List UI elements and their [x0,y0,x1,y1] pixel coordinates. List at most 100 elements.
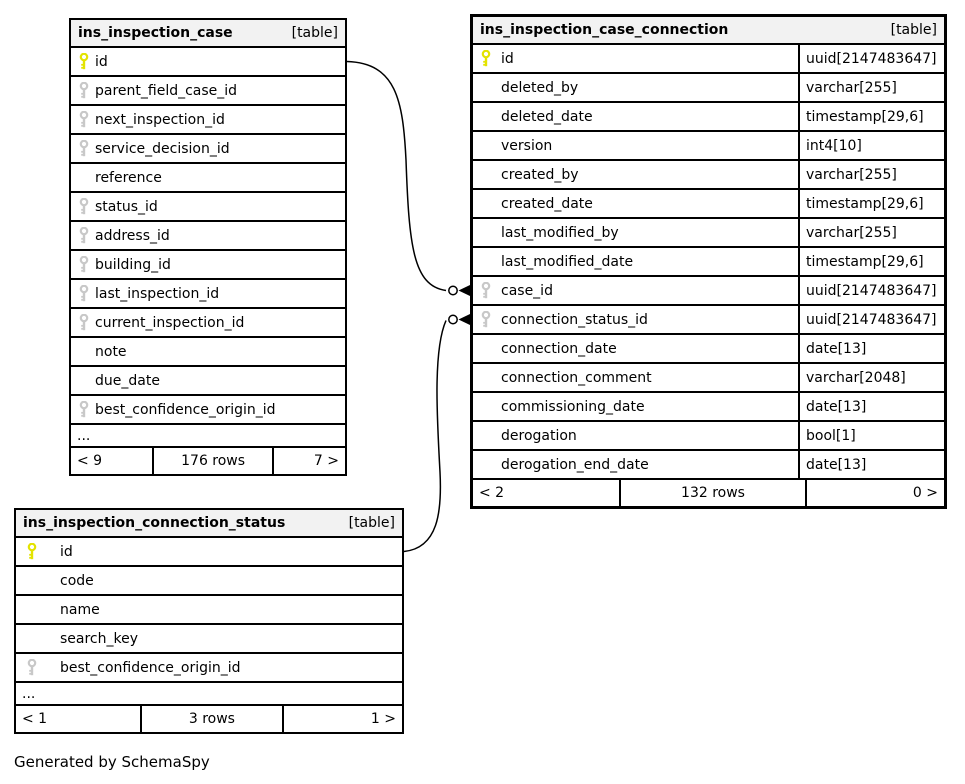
column-name: due_date [95,372,160,389]
table-row: connection_status_id uuid[2147483647] [473,306,944,335]
table-row: case_id uuid[2147483647] [473,277,944,306]
table-footer: < 9 176 rows 7 > [71,448,345,474]
column-name: deleted_by [501,79,579,96]
table-type-badge: [table] [348,515,395,531]
column-name: next_inspection_id [95,111,225,128]
column-name: derogation [501,427,577,444]
table-row: connection_date date[13] [473,335,944,364]
table-ins_inspection_case_connection[interactable]: ins_inspection_case_connection [table] i… [470,14,947,509]
key-icon [79,285,89,302]
table-row: code [16,567,402,596]
related-tables-out-count: 1 > [282,706,402,732]
table-ins_inspection_connection_status[interactable]: ins_inspection_connection_status [table]… [14,508,404,734]
relationship-case-id-to-case-id [346,60,447,292]
column-type: date[13] [798,451,944,478]
table-row: note [71,338,345,367]
table-row: due_date [71,367,345,396]
column-type: date[13] [798,393,944,420]
column-name: id [60,543,73,560]
table-row: deleted_by varchar[255] [473,74,944,103]
column-type: varchar[255] [798,219,944,246]
table-row: derogation bool[1] [473,422,944,451]
table-footer: < 2 132 rows 0 > [473,480,944,506]
column-name: last_modified_date [501,253,634,270]
table-row: id [71,48,345,77]
table-row: name [16,596,402,625]
table-row: derogation_end_date date[13] [473,451,944,480]
key-icon [79,111,89,128]
key-icon [79,198,89,215]
column-type: varchar[255] [798,161,944,188]
column-name: service_decision_id [95,140,230,157]
table-type-badge: [table] [291,25,338,41]
column-name: deleted_date [501,108,593,125]
table-ins_inspection_case[interactable]: ins_inspection_case [table] id parent_fi… [69,18,347,476]
table-row: created_by varchar[255] [473,161,944,190]
column-name: connection_status_id [501,311,648,328]
column-type: uuid[2147483647] [798,306,944,333]
key-icon [481,50,491,67]
column-name: case_id [501,282,553,299]
column-type: varchar[2048] [798,364,944,391]
table-header: ins_inspection_case_connection [table] [473,17,944,45]
arrowhead-marker [458,314,470,325]
key-icon [79,401,89,418]
column-name: connection_date [501,340,617,357]
table-title[interactable]: ins_inspection_case [78,25,233,41]
row-count: 176 rows [151,448,273,474]
related-tables-in-count: < 1 [22,711,48,727]
table-row: last_modified_by varchar[255] [473,219,944,248]
table-row: next_inspection_id [71,106,345,135]
key-icon [79,53,89,70]
table-row: last_inspection_id [71,280,345,309]
column-name: status_id [95,198,158,215]
table-row: search_key [16,625,402,654]
column-name: reference [95,169,162,186]
related-tables-in-count: < 9 [77,453,103,469]
column-name: code [60,572,94,589]
column-name: building_id [95,256,171,273]
hidden-columns-ellipsis: ... [71,425,345,448]
table-row: reference [71,164,345,193]
column-name: best_confidence_origin_id [95,401,276,418]
column-rows: id code name search_key [16,538,402,683]
table-row: status_id [71,193,345,222]
cardinality-circle-marker [448,285,458,296]
table-row: connection_comment varchar[2048] [473,364,944,393]
column-type: bool[1] [798,422,944,449]
related-tables-in-count: < 2 [479,485,505,501]
column-type: date[13] [798,335,944,362]
row-count: 3 rows [139,706,283,732]
table-title[interactable]: ins_inspection_connection_status [23,515,286,531]
table-row: best_confidence_origin_id [71,396,345,425]
table-title[interactable]: ins_inspection_case_connection [480,22,729,38]
key-icon [27,543,37,560]
row-count: 132 rows [619,480,805,506]
related-tables-out-count: 0 > [805,480,944,506]
column-rows: id parent_field_case_id next_inspection_… [71,48,345,425]
key-icon [27,659,37,676]
relationship-status-id-to-connection-status-id [403,320,447,553]
column-name: address_id [95,227,170,244]
column-name: last_inspection_id [95,285,220,302]
table-row: address_id [71,222,345,251]
column-type: uuid[2147483647] [798,277,944,304]
column-name: last_modified_by [501,224,619,241]
key-icon [79,314,89,331]
column-name: commissioning_date [501,398,645,415]
column-name: best_confidence_origin_id [60,659,241,676]
column-type: int4[10] [798,132,944,159]
table-header: ins_inspection_connection_status [table] [16,510,402,538]
related-tables-out-count: 7 > [272,448,345,474]
table-row: last_modified_date timestamp[29,6] [473,248,944,277]
table-row: current_inspection_id [71,309,345,338]
column-name: name [60,601,100,618]
hidden-columns-ellipsis: ... [16,683,402,706]
table-row: deleted_date timestamp[29,6] [473,103,944,132]
key-icon [79,227,89,244]
table-row: parent_field_case_id [71,77,345,106]
column-name: parent_field_case_id [95,82,238,99]
key-icon [79,256,89,273]
table-row: created_date timestamp[29,6] [473,190,944,219]
